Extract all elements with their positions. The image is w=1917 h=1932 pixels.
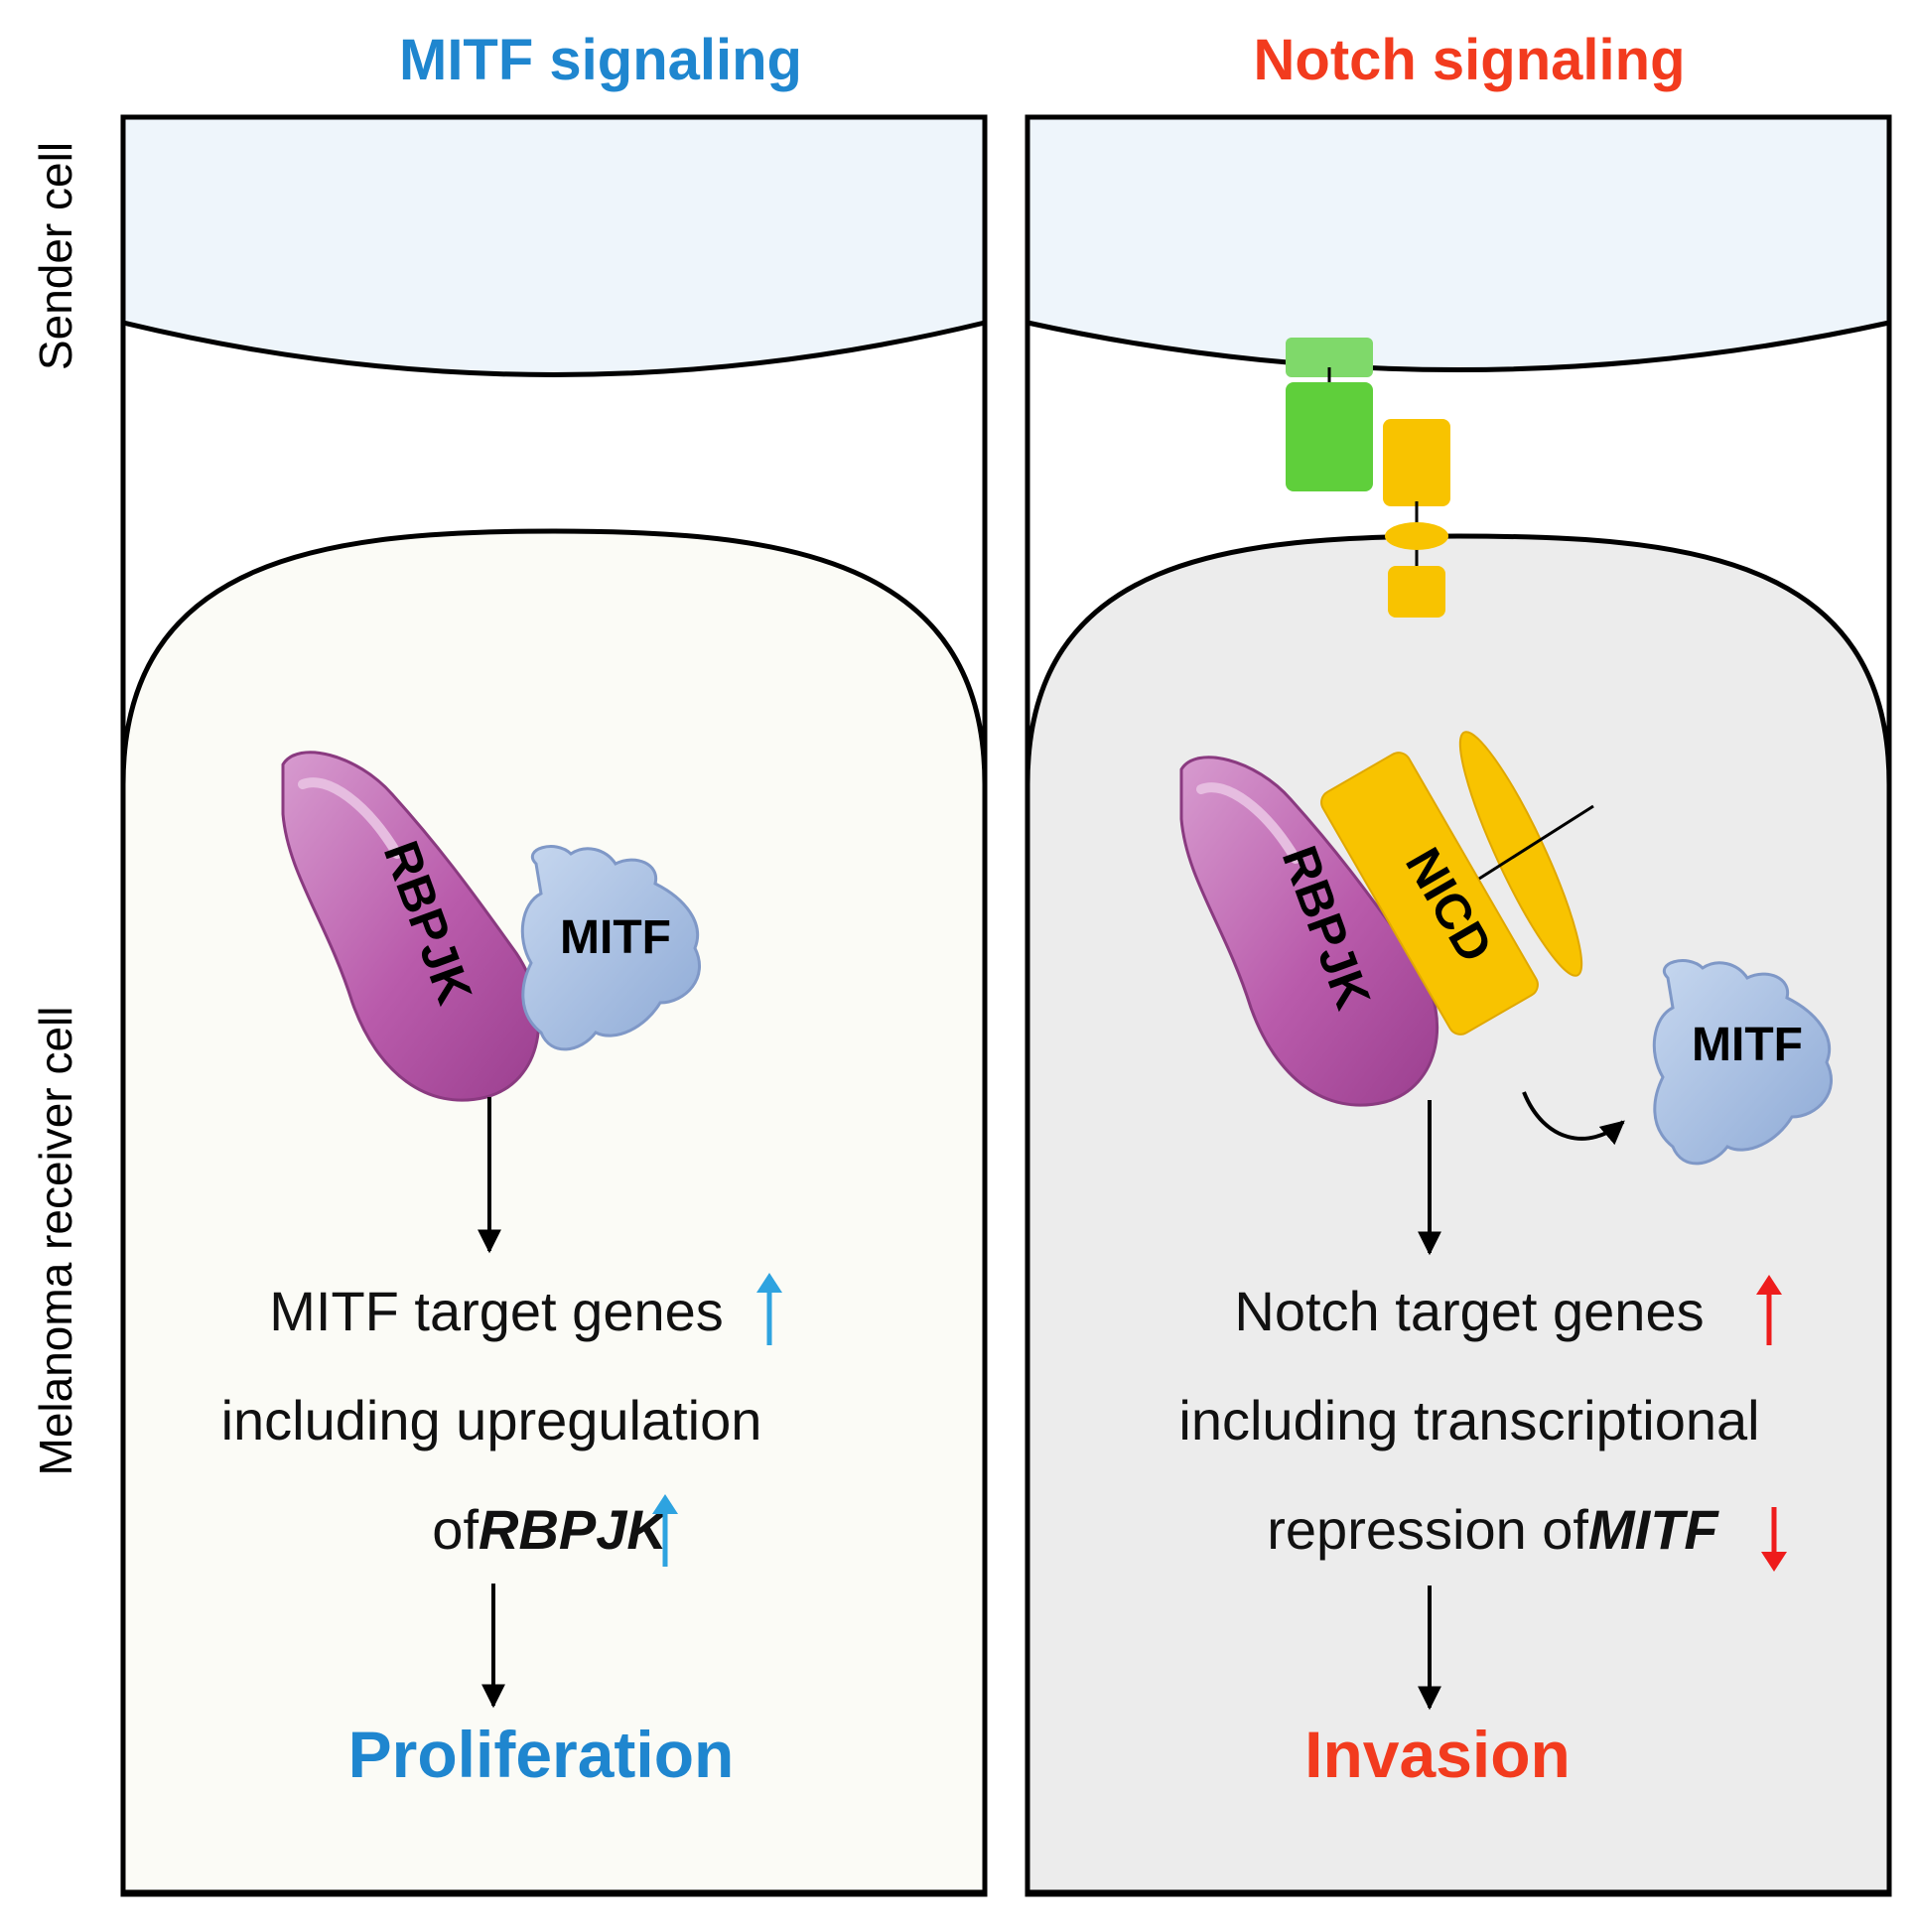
left-up-arrow-2 (652, 1494, 678, 1567)
right-outcome: Invasion (1304, 1718, 1571, 1791)
left-mitf-protein: MITF (520, 845, 702, 1051)
right-mitf-protein: MITF (1652, 959, 1834, 1166)
left-line-3-prefix: of (432, 1498, 479, 1561)
left-panel: RBPJK MITF MITF target genes including u… (120, 114, 988, 1897)
nicd-protein: NICD (1320, 752, 1539, 1035)
receiver-cell-label: Melanoma receiver cell (30, 1007, 81, 1476)
left-line-1: MITF target genes (269, 1280, 724, 1342)
right-up-arrow (1756, 1275, 1782, 1345)
right-line-3-prefix: repression of (1267, 1498, 1588, 1561)
right-line-2: including transcriptional (1178, 1389, 1759, 1451)
notch-ligand (1286, 338, 1373, 491)
left-up-arrow-1 (756, 1273, 782, 1345)
right-mitf-label: MITF (1692, 1019, 1803, 1071)
right-sender-cell (1027, 117, 1889, 370)
sender-cell-label: Sender cell (30, 142, 81, 370)
left-receiver-cell (120, 528, 988, 1895)
right-line-3-gene: MITF (1588, 1498, 1719, 1561)
left-outcome: Proliferation (348, 1718, 735, 1791)
left-mitf-label: MITF (560, 911, 671, 964)
right-title: Notch signaling (1254, 28, 1686, 92)
displacement-arrow (1522, 1091, 1625, 1146)
cleaved-fragment (1458, 731, 1594, 977)
right-sender-membrane (1027, 320, 1890, 372)
left-sender-membrane (122, 320, 986, 377)
right-down-arrow (1761, 1507, 1787, 1572)
left-title: MITF signaling (399, 28, 802, 92)
left-sender-cell (123, 117, 985, 375)
left-line-3-gene: RBPJK (479, 1498, 670, 1561)
right-panel: RBPJK NICD MITF Notch target genes inclu… (1025, 114, 1892, 1897)
right-receiver-cell (1025, 533, 1892, 1895)
left-line-2: including upregulation (221, 1389, 762, 1451)
right-line-1: Notch target genes (1234, 1280, 1704, 1342)
notch-receptor (1383, 419, 1450, 618)
